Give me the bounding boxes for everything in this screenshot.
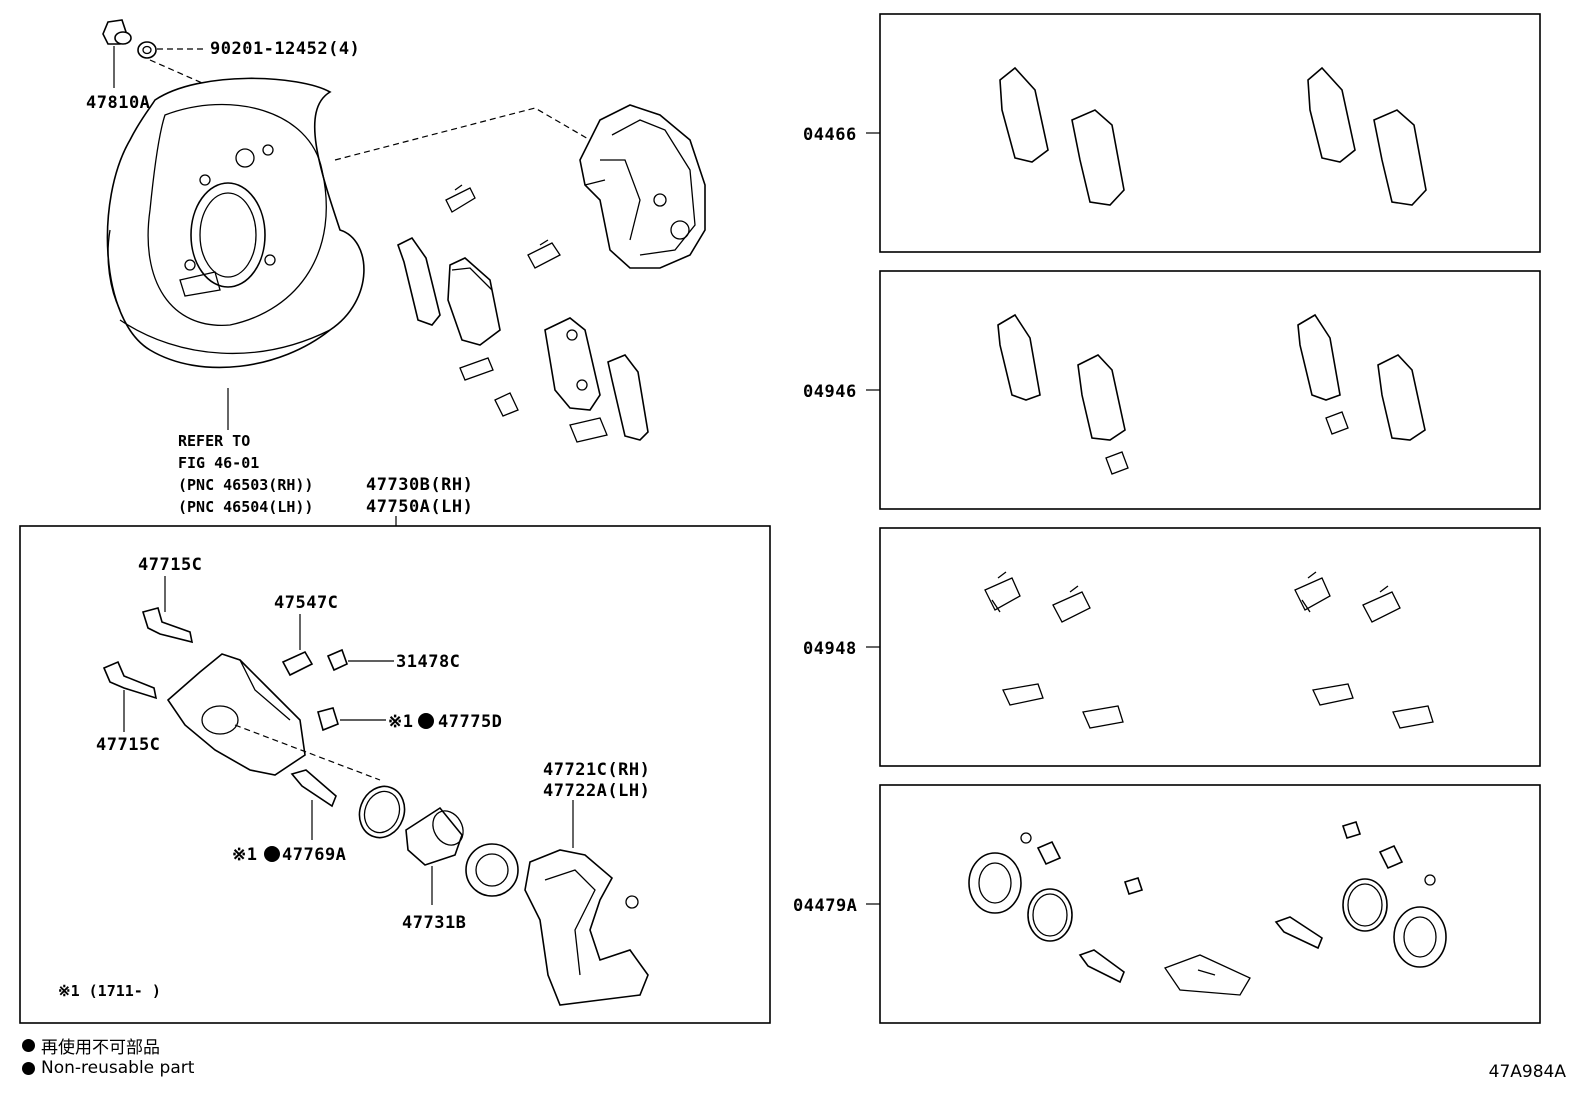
pad-upper-2: [447, 257, 501, 346]
pad-upper-1: [397, 236, 441, 326]
kit-box-3: [879, 527, 1541, 767]
refer-line-4: (PNC 46504(LH)): [178, 498, 313, 516]
pad-upper-4: [607, 354, 649, 441]
caliper-assembly-box: [19, 525, 771, 1024]
bleeder-cap: [326, 648, 348, 672]
callout-bush: 47769A: [282, 845, 346, 865]
caliper-upper: [579, 104, 706, 269]
legend-dot-icon: [22, 1039, 35, 1052]
legend-en-text: Non-reusable part: [41, 1058, 195, 1078]
callout-cap: 31478C: [396, 652, 460, 672]
callout-pin-top: 47715C: [138, 555, 202, 575]
kit-label-04946: 04946: [803, 382, 857, 402]
note-text: ※1 (1711- ): [58, 982, 161, 1000]
callout-bleeder: 47547C: [274, 593, 338, 613]
kit-1-pads: [999, 66, 1427, 206]
bushing: [290, 769, 337, 808]
kit-box-2: [879, 270, 1541, 510]
refer-line-2: FIG 46-01: [178, 454, 259, 472]
non-reusable-dot-icon-2: [264, 846, 280, 862]
kit-label-04479A: 04479A: [793, 896, 857, 916]
kit-4-seals: [968, 821, 1447, 996]
clips-upper: [445, 184, 608, 443]
seal-ring: [358, 785, 406, 839]
callout-mount-rh: 47721C(RH): [543, 760, 650, 780]
kit-3-clips: [984, 571, 1434, 729]
legend-dot-icon-2: [22, 1061, 35, 1075]
bleeder-plug: [281, 650, 314, 677]
callout-caliper-rh: 47730B(RH): [366, 475, 473, 495]
legend-jp-text: 再使用不可部品: [41, 1038, 160, 1058]
callout-bush-mark: ※1: [232, 845, 257, 865]
piston-seal: [317, 707, 339, 732]
refer-line-1: REFER TO: [178, 432, 250, 450]
slide-pin-top: [141, 607, 194, 644]
piston: [405, 806, 464, 866]
diagram-code: 47A984A: [1488, 1062, 1566, 1082]
kit-label-04948: 04948: [803, 639, 857, 659]
callout-seal: 47775D: [438, 712, 502, 732]
kit-label-04466: 04466: [803, 125, 857, 145]
non-reusable-dot-icon: [418, 713, 434, 729]
callout-washer: 90201-12452(4): [210, 39, 360, 59]
refer-line-3: (PNC 46503(RH)): [178, 476, 313, 494]
kit-box-1: [879, 13, 1541, 253]
caliper-body: [166, 653, 381, 781]
pad-upper-3: [544, 317, 601, 411]
legend-jp: 再使用不可部品: [22, 1033, 160, 1058]
washer-90201: [137, 41, 205, 59]
legend-en: Non-reusable part: [22, 1058, 194, 1078]
callout-piston: 47731B: [402, 913, 466, 933]
callout-mount-lh: 47722A(LH): [543, 781, 650, 801]
caliper-mounting: [524, 849, 649, 1006]
callout-caliper-lh: 47750A(LH): [366, 497, 473, 517]
bolt-47810A: [102, 19, 132, 88]
callout-pin-bottom: 47715C: [96, 735, 160, 755]
callout-seal-mark: ※1: [388, 712, 413, 732]
dust-shield: [106, 77, 365, 430]
callout-bolt: 47810A: [86, 93, 150, 113]
kit-2-shims: [997, 313, 1426, 475]
dust-boot: [465, 843, 519, 897]
kit-box-4: [879, 784, 1541, 1024]
slide-pin-bottom: [102, 660, 158, 700]
